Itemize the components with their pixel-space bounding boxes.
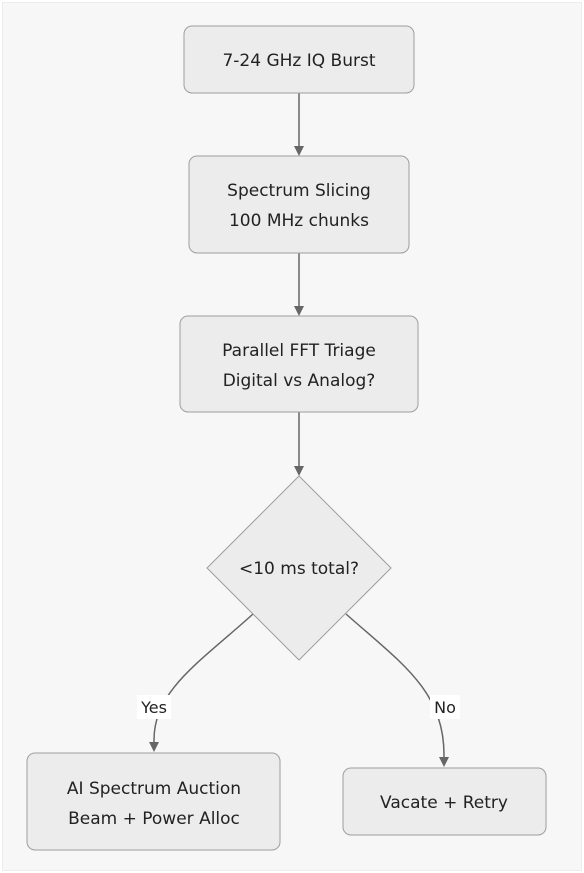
node-spectrum-slicing-line1: Spectrum Slicing <box>227 181 371 201</box>
node-iq-burst: 7-24 GHz IQ Burst <box>183 25 415 94</box>
no-label: No <box>434 698 456 717</box>
node-spectrum-slicing-line2: 100 MHz chunks <box>229 211 369 231</box>
node-iq-burst-label: 7-24 GHz IQ Burst <box>222 51 375 71</box>
node-spectrum-slicing: Spectrum Slicing 100 MHz chunks <box>188 155 410 254</box>
yes-label: Yes <box>140 698 167 717</box>
node-fft-triage-line1: Parallel FFT Triage <box>222 341 376 361</box>
node-fft-triage-line2: Digital vs Analog? <box>223 371 376 391</box>
edge-label-no: No <box>430 695 460 719</box>
node-decision-label: <10 ms total? <box>239 559 359 579</box>
node-ai-auction-line1: AI Spectrum Auction <box>67 779 241 799</box>
node-vacate-retry: Vacate + Retry <box>342 767 547 836</box>
edge-label-yes: Yes <box>137 695 171 719</box>
node-ai-auction: AI Spectrum Auction Beam + Power Alloc <box>26 752 281 851</box>
node-decision: <10 ms total? <box>206 475 392 661</box>
node-vacate-retry-label: Vacate + Retry <box>380 793 508 813</box>
node-ai-auction-line2: Beam + Power Alloc <box>68 809 240 829</box>
edge-decision-yes <box>149 613 254 752</box>
node-fft-triage: Parallel FFT Triage Digital vs Analog? <box>179 315 419 413</box>
edge-decision-no <box>345 613 449 767</box>
